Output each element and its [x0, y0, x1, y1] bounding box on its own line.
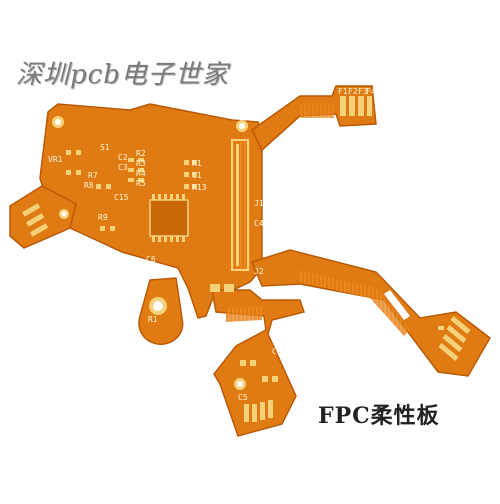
smd-pads [66, 150, 444, 382]
slot-cutout [384, 290, 410, 320]
silk-label: C1 [272, 347, 282, 356]
silk-label: F3 [358, 87, 368, 96]
silk-label: R13 [192, 183, 207, 192]
silk-label: R7 [88, 171, 98, 180]
connector-left [22, 203, 49, 237]
silk-label: R2 [136, 149, 146, 158]
ic-footprint [149, 194, 189, 242]
watermark-text: 深圳pcb电子世家 [16, 60, 229, 90]
silk-label: C3 [118, 163, 128, 172]
pcb-lower-arm [211, 289, 305, 437]
silk-label: VR1 [48, 155, 63, 164]
silk-label: R4 [136, 169, 146, 178]
connector-right [438, 316, 471, 362]
silkscreen-labels: R2 R3 R4 R5 R1 C1 R13 C2 C3 C15 C6 C4 S1… [48, 87, 376, 402]
silk-label: J2 [254, 267, 264, 276]
mounting-holes [52, 116, 248, 390]
fpc-connector-strip [231, 139, 249, 271]
silk-label: F4 [366, 87, 376, 96]
silk-label: C1 [192, 171, 202, 180]
silk-label: C5 [238, 393, 248, 402]
connector-top [340, 96, 372, 116]
silk-label: S1 [100, 143, 110, 152]
silk-label: J1 [254, 199, 264, 208]
silk-label: R1 [192, 159, 202, 168]
silk-label: C6 [146, 255, 156, 264]
silk-label: F1 [338, 87, 348, 96]
silk-label: C15 [114, 193, 129, 202]
silk-label: C2 [118, 153, 128, 162]
silk-label: R1 [148, 315, 158, 324]
silk-label: R8 [84, 181, 94, 190]
silk-label: R5 [136, 179, 146, 188]
silk-label: R3 [136, 159, 146, 168]
silk-label: C4 [254, 219, 264, 228]
silk-label: F2 [348, 87, 358, 96]
connector-bottom [244, 400, 273, 422]
image-caption: FPC柔性板 [318, 403, 440, 429]
silk-label: R9 [98, 213, 108, 222]
